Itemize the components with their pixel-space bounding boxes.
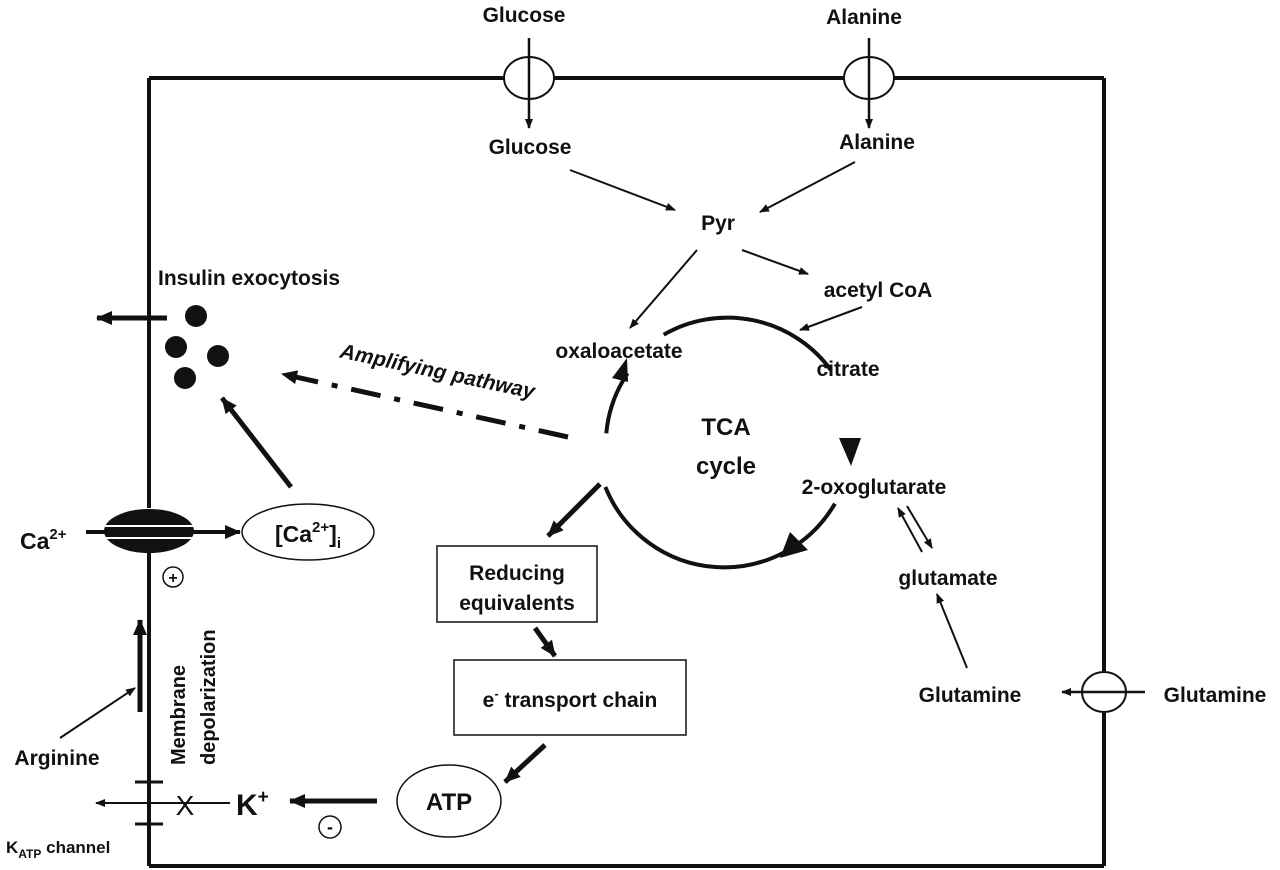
katp-channel-label: KATP channel	[6, 838, 110, 861]
alanine-extracellular-label: Alanine	[826, 6, 902, 29]
oxoglutarate-to-glutamate-arrow	[906, 505, 933, 549]
electron-transport-chain-label: e- transport chain	[483, 686, 658, 712]
citrate-label: citrate	[816, 358, 879, 381]
tca-arrowhead-oxaloacetate	[612, 358, 628, 382]
cell-membrane	[147, 76, 1106, 868]
insulin-granules	[165, 305, 229, 389]
amplifying-pathway-arrow	[281, 370, 569, 440]
reducing-label: Reducing	[469, 562, 565, 585]
glucose-intracellular-label: Glucose	[489, 136, 572, 159]
calcium-extracellular-label: Ca2+	[20, 526, 67, 554]
atp-label: ATP	[426, 789, 472, 816]
alanine-intracellular-label: Alanine	[839, 131, 915, 154]
acetyl-coa-label: acetyl CoA	[824, 279, 933, 302]
katp-channel	[135, 780, 163, 826]
tca-to-reducing-arrow	[546, 482, 602, 538]
tca-label: TCA	[701, 414, 750, 441]
glutamine-to-glutamate-arrow	[936, 593, 968, 669]
alanine-to-pyr-arrow	[759, 161, 856, 213]
pyr-to-oxaloacetate-arrow	[629, 249, 698, 329]
minus-sign-icon: -	[318, 815, 342, 839]
calcium-to-granules-arrow	[220, 396, 293, 489]
plus-sign-icon: +	[162, 566, 184, 588]
reducing-to-etc-arrow	[532, 626, 558, 658]
potassium-label: K+	[236, 787, 269, 822]
glucose-to-pyr-arrow	[569, 169, 676, 211]
reducing-equivalents-box	[436, 545, 598, 623]
depolarization-label: depolarization	[198, 629, 220, 765]
oxoglutarate-label: 2-oxoglutarate	[802, 476, 947, 499]
pyr-label: Pyr	[701, 212, 735, 235]
intracellular-calcium-ellipse	[241, 503, 375, 561]
glutamate-to-oxoglutarate-arrow	[897, 507, 923, 553]
insulin-exocytosis-label: Insulin exocytosis	[158, 267, 340, 290]
intracellular-calcium-label: [Ca2+]i	[275, 519, 341, 552]
glutamate-label: glutamate	[898, 567, 997, 590]
cycle-label: cycle	[696, 453, 756, 480]
membrane-label: Membrane	[168, 665, 190, 765]
arginine-arrow	[59, 687, 136, 739]
svg-text:+: +	[168, 570, 177, 587]
equivalents-label: equivalents	[459, 592, 575, 615]
atp-ellipse	[396, 764, 502, 838]
glutamine-intracellular-label: Glutamine	[919, 684, 1022, 707]
electron-transport-chain-box	[453, 659, 687, 736]
pyr-to-acetylcoa-arrow	[741, 249, 809, 275]
svg-text:-: -	[327, 817, 333, 837]
tca-arrowhead-oxoglutarate	[839, 438, 861, 466]
katp-block-mark: X	[176, 790, 195, 821]
tca-arrowhead-lower	[780, 532, 808, 558]
etc-to-atp-arrow	[503, 743, 547, 784]
glucose-extracellular-label: Glucose	[483, 4, 566, 27]
oxaloacetate-label: oxaloacetate	[555, 340, 682, 363]
glutamine-extracellular-label: Glutamine	[1164, 684, 1267, 707]
arginine-label: Arginine	[14, 747, 99, 770]
acetylcoa-to-citrate-arrow	[799, 306, 863, 331]
